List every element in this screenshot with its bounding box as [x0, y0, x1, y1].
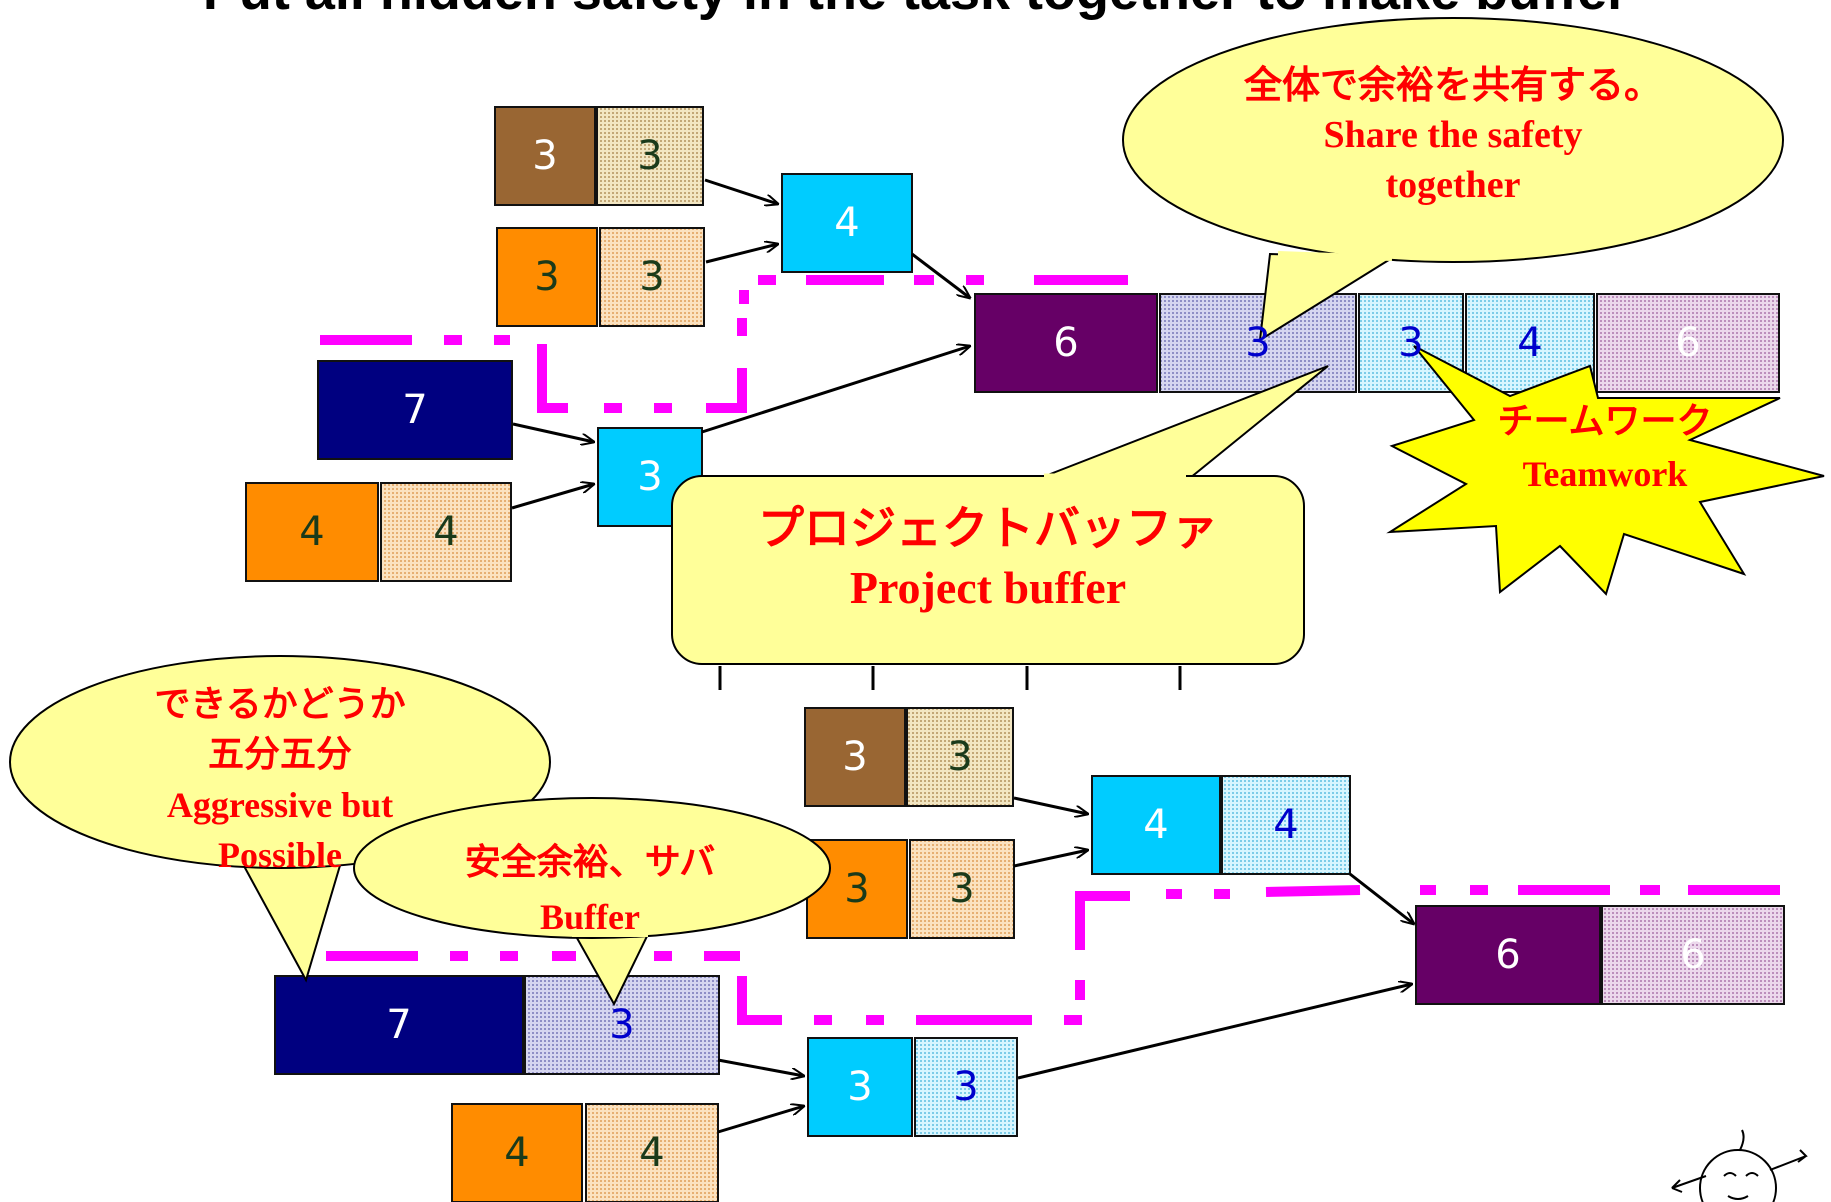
timeline-ticks: [718, 666, 1182, 690]
task-box: [1415, 905, 1601, 1005]
task-duration: 3: [842, 734, 868, 780]
task-duration: 3: [534, 254, 560, 300]
buffer-duration: 6: [1675, 320, 1701, 366]
project-buffer-callout-text: プロジェクトバッファ Project buffer: [672, 498, 1304, 618]
task-box: [807, 1037, 913, 1137]
critical-chain-line: [326, 885, 1780, 1025]
page-title: Put all hidden safety in the task togeth…: [0, 0, 1831, 22]
task-box: [494, 106, 596, 206]
task-box: [451, 1103, 583, 1202]
buffer-en: Buffer: [540, 897, 640, 937]
task-box: [496, 227, 598, 327]
task-safety-box: [380, 482, 512, 582]
safety-duration: 3: [949, 866, 975, 912]
aggressive-callout-shape: [9, 655, 551, 983]
buffer-jp: 安全余裕、サバ: [464, 842, 716, 883]
safety-duration: 3: [947, 734, 973, 780]
safety-duration: 4: [433, 509, 459, 555]
task-box: [1091, 775, 1221, 875]
character-doodle-icon: [1671, 1129, 1808, 1202]
task-duration: 4: [299, 509, 325, 555]
task-duration: 7: [386, 1002, 412, 1048]
aggressive-en-line1: Aggressive but: [166, 785, 394, 825]
teamwork-jp: チームワーク: [1497, 401, 1713, 442]
teamwork-burst-shape: [1386, 345, 1825, 596]
share-callout-en-line2: together: [1385, 164, 1521, 206]
share-callout-en-line1: Share the safety: [1323, 114, 1583, 156]
task-duration: 4: [504, 1130, 530, 1176]
dependency-arrow: [717, 1058, 804, 1076]
safety-duration: 3: [953, 1064, 979, 1110]
safety-duration: 4: [1273, 802, 1299, 848]
task-duration: 6: [1053, 320, 1079, 366]
task-safety-box: [596, 106, 704, 206]
dependency-arrow: [1017, 984, 1412, 1080]
task-box: [274, 975, 524, 1075]
task-duration: 3: [844, 866, 870, 912]
safety-duration: 3: [637, 133, 663, 179]
task-safety-box: [1221, 775, 1351, 875]
task-box: [804, 707, 906, 807]
task-box: [317, 360, 513, 460]
task-safety-box: [909, 839, 1015, 939]
task-safety-box: [585, 1103, 719, 1202]
safety-duration: 4: [639, 1130, 665, 1176]
task-duration: 3: [532, 133, 558, 179]
task-safety-box: [1601, 905, 1785, 1005]
teamwork-en: Teamwork: [1522, 454, 1688, 494]
share-callout-jp: 全体で余裕を共有する。: [1243, 63, 1662, 107]
dependency-arrow: [717, 1106, 804, 1134]
dependency-arrow: [701, 346, 970, 434]
task-safety-box: [524, 975, 720, 1075]
task-duration: 6: [1495, 932, 1521, 978]
task-box: [781, 173, 913, 273]
buffer-segment: [1596, 293, 1780, 393]
share-callout-shape: [1122, 17, 1784, 342]
task-box: [974, 293, 1158, 393]
teamwork-burst-text: チームワーク Teamwork: [1440, 396, 1770, 500]
dependency-arrow: [705, 244, 778, 264]
buffer-duration: 4: [1517, 320, 1543, 366]
dependency-arrow: [1013, 850, 1088, 868]
safety-duration: 3: [639, 254, 665, 300]
aggressive-callout-text: できるかどうか 五分五分 Aggressive but Possible: [40, 680, 520, 880]
buffer-duration: 3: [1398, 320, 1424, 366]
critical-chain-line: [320, 275, 1128, 413]
task-safety-box: [914, 1037, 1018, 1137]
project-buffer-jp: プロジェクトバッファ: [758, 501, 1218, 555]
aggressive-jp-line1: できるかどうか: [154, 684, 406, 725]
task-safety-box: [599, 227, 705, 327]
dependency-arrow: [1013, 796, 1088, 814]
safety-duration: 3: [609, 1002, 635, 1048]
dependency-arrow: [704, 178, 778, 204]
task-duration: 4: [1143, 802, 1169, 848]
dependency-arrow: [1349, 872, 1414, 924]
aggressive-en-line2: Possible: [217, 835, 342, 875]
safety-duration: 6: [1680, 932, 1706, 978]
task-safety-box: [906, 707, 1014, 807]
buffer-duration: 3: [1245, 320, 1271, 366]
dependency-arrow: [511, 484, 594, 510]
task-box: [245, 482, 379, 582]
buffer-segment: [1159, 293, 1357, 393]
project-buffer-en: Project buffer: [849, 562, 1127, 613]
dependency-arrow: [512, 422, 594, 442]
project-buffer-callout-shape: [671, 365, 1329, 665]
task-duration: 3: [637, 454, 663, 500]
dependency-arrow: [911, 252, 970, 298]
task-duration: 3: [847, 1064, 873, 1110]
aggressive-jp-line2: 五分五分: [207, 734, 352, 775]
buffer-callout-text: 安全余裕、サバ Buffer: [380, 836, 800, 944]
task-duration: 7: [402, 387, 428, 433]
task-duration: 4: [834, 200, 860, 246]
share-callout-text: 全体で余裕を共有する。 Share the safety together: [1160, 60, 1746, 210]
buffer-callout-shape: [353, 797, 831, 1007]
